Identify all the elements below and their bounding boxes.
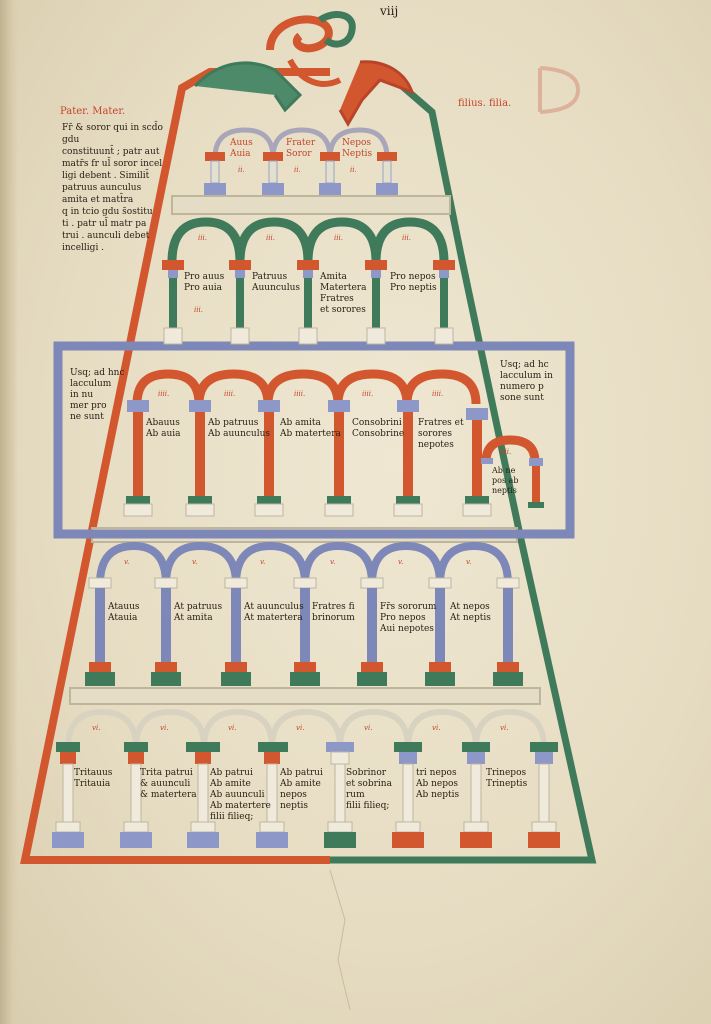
row-2-columns [162,260,455,345]
row-4-arches [96,541,512,585]
row5-degree-5: vi. [364,724,373,732]
green-frame [330,77,597,864]
row5-degree-3: vi. [228,724,237,732]
row3-degree-1: iiii. [158,390,170,398]
row-1-arches [212,127,390,159]
row1-degree-2: ii. [294,166,301,174]
row3-degree-5: iiii. [432,390,444,398]
row-3-arches [132,369,540,463]
row-4-columns [85,577,523,686]
row4-degree-3: v. [260,558,266,566]
faded-initial [538,66,581,114]
row3-degree-3: iiii. [294,390,306,398]
row-5-arches [65,708,547,749]
row-2-arches [167,217,449,263]
row4-degree-1: v. [124,558,130,566]
row4-degree-2: v. [192,558,198,566]
row5-cell-2: Trita patrui& auunculi& matertera [140,768,197,800]
page-gutter [0,0,18,1024]
paper-crease [329,869,351,1011]
row5-degree-7: vi. [500,724,509,732]
row-5-columns [52,742,560,848]
row3-degree-4: iiii. [362,390,374,398]
row-3-columns [123,400,544,517]
row4-degree-4: v. [330,558,336,566]
row-1-columns [204,152,398,195]
folio-number: viij [380,4,399,18]
row3-degree-2: iiii. [224,390,236,398]
row3-degree-6: iiii. [500,448,512,456]
dragon-ornament [193,11,415,127]
row2-degree-4: iii. [402,234,411,242]
label-pater-mater: Pater. Mater. [60,106,126,117]
blue-band [53,341,575,539]
row2-degree-2: iii. [266,234,275,242]
row5-degree-1: vi. [92,724,101,732]
row2-degree-1: iii. [198,234,207,242]
row5-degree-6: vi. [432,724,441,732]
row2-cell-1-number: iii. [194,306,203,314]
row1-degree-3: ii. [350,166,357,174]
row2-degree-3: iii. [334,234,343,242]
row5-degree-4: vi. [296,724,305,732]
row1-degree-1: ii. [238,166,245,174]
row4-degree-6: v. [466,558,472,566]
row4-degree-5: v. [398,558,404,566]
label-filius-filia: filius. filia. [458,98,512,109]
row5-degree-2: vi. [160,724,169,732]
